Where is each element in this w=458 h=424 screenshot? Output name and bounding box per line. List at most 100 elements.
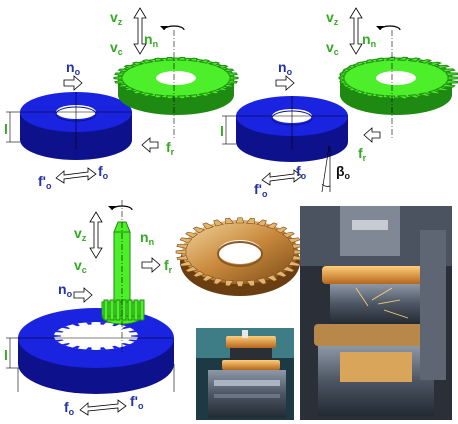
machine-closeup-photo [196,328,294,420]
internal-gear-tooth [72,345,80,349]
gear-tooth [165,56,176,61]
panel-top-right: vz vc nn no l fr f'o fo βo [220,7,458,199]
gear-tooth [348,86,358,92]
cutter-tooth [115,299,121,321]
gear-tooth [207,89,221,95]
internal-gear-tooth [72,323,80,327]
gear-tooth [213,219,224,227]
no-label: no [278,59,293,77]
vc-label: vc [326,39,339,57]
gear-tooth [117,83,130,88]
gear-tooth [192,270,206,278]
no-arrow-icon [73,287,93,303]
gear-tooth [427,61,443,67]
gear-tooth [356,89,366,95]
fo-label: fo [98,163,109,181]
gear-tooth [229,76,239,80]
gear-tooth [256,277,267,285]
l-label: l [4,347,8,363]
gear-tooth [287,237,301,244]
gear-tooth [274,226,288,234]
gear-tooth [165,95,176,100]
gear-tooth [192,226,206,234]
gear-tooth [274,270,288,278]
gear-tooth [123,86,137,92]
gear-tooth [287,260,301,267]
gear-tooth [265,222,278,230]
gear-tooth [202,274,215,282]
internal-gear-tooth [100,347,107,350]
no-label: no [58,281,73,299]
vc-label: vc [74,257,87,275]
gear-tooth [445,79,458,84]
gear-tooth [408,57,421,62]
vz-arrow-icon [133,7,147,55]
gear-tooth [197,59,210,64]
gear-tooth [187,57,198,62]
internal-gear-tooth [131,335,138,337]
no-arrow-icon [63,75,83,91]
gear-tooth [123,64,137,70]
internal-gear-tooth [128,330,137,333]
no-arrow-icon [275,75,295,91]
gear-tooth [117,68,130,73]
machine-interior-photo [300,206,452,420]
gear-tooth [433,64,451,70]
panel-top-left: vz vc nn no l fr f'o fo [4,7,239,191]
vz-label: vz [110,9,123,27]
internal-gear-workpiece [18,308,174,394]
fo-label: fo [64,399,75,417]
gear-tooth [445,72,458,77]
cutter-tooth [139,299,145,321]
gear-tooth [342,68,352,73]
beta-label: βo [336,163,351,181]
gear-tooth [176,95,187,100]
gear-tooth [175,249,187,255]
gear-tooth [246,279,255,287]
gear-tooth [179,237,193,244]
fo-prime-label: f'o [254,181,268,199]
gear-tooth [440,68,456,73]
internal-gear-tooth [61,326,71,329]
gear-tooth [215,64,229,70]
internal-gear-tooth [121,326,131,329]
gear-tooth [179,260,193,267]
vz-arrow-icon [349,7,363,55]
gear-tooth [235,280,245,287]
gear-tooth [187,94,198,99]
internal-gear-tooth [121,343,131,346]
l-label: l [220,123,224,139]
gear-tooth [282,265,295,273]
gear-tooth [154,94,165,99]
panel-bottom-left: vz vc nn no fr l fo f'o [4,200,175,417]
gear-tooth [227,72,238,77]
gear-tooth [142,59,155,64]
gear-tooth [222,83,235,88]
gear-tooth [348,64,358,70]
gear-tooth [225,217,234,225]
internal-gear-tooth [112,345,120,349]
gear-tooth [213,277,224,285]
gear-tooth [356,61,366,67]
cutter-tooth [109,299,115,321]
gear-tooth [235,217,245,224]
gear-tooth [440,83,456,88]
internal-gear-tooth [128,339,137,342]
internal-gear-tooth [55,330,64,333]
gear-tooth [114,72,125,77]
gear-tooth [342,83,352,88]
gear-tooth [265,274,278,282]
gear-tooth [215,86,229,92]
fo-arrow-icon [261,169,303,186]
gear-tooth [374,57,385,62]
internal-gear-tooth [85,347,92,350]
cutter-tooth [121,299,127,321]
fo-arrow-icon [79,399,127,416]
internal-gear-tooth [85,322,92,325]
workpiece-ring [20,92,132,160]
gear-tooth [142,92,155,97]
vz-label: vz [326,9,339,27]
gear-tooth [176,255,189,261]
fo-prime-label: f'o [130,393,144,411]
